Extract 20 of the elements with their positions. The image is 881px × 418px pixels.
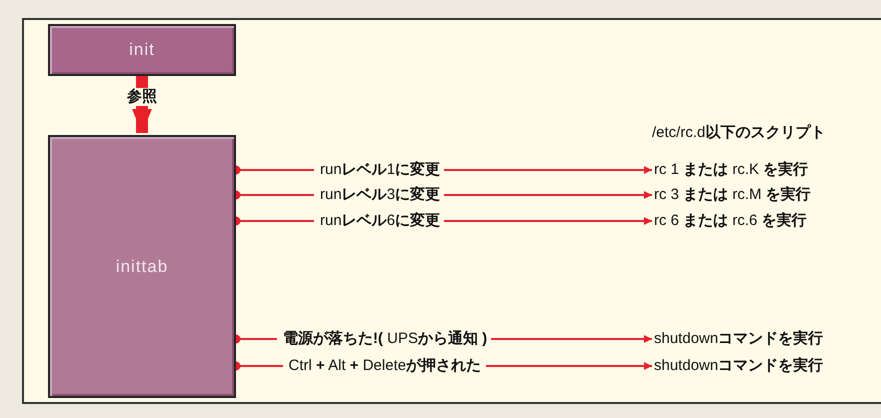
result-label: shutdownコマンドを実行: [654, 357, 824, 375]
event-label: runレベル1に変更: [320, 161, 440, 179]
event-label: runレベル6に変更: [320, 212, 440, 230]
result-label: rc 1 または rc.K を実行: [654, 161, 808, 179]
arrow: [132, 76, 152, 133]
result-label: rc 6 または rc.6 を実行: [654, 212, 807, 230]
event-label: 電源が落ちた!( UPSから通知 ): [283, 330, 488, 348]
arrow: [444, 217, 652, 225]
note-label: /etc/rc.d以下のスクリプト: [652, 124, 826, 142]
arrow: [444, 191, 652, 199]
result-label: rc 3 または rc.M を実行: [654, 186, 811, 204]
process-box: init: [48, 24, 236, 76]
process-box: inittab: [48, 135, 236, 398]
arrow: [444, 166, 652, 174]
arrow: [491, 335, 652, 343]
edge-label: 参照: [126, 88, 158, 106]
result-label: shutdownコマンドを実行: [654, 330, 824, 348]
event-label: runレベル3に変更: [320, 186, 440, 204]
arrow: [486, 362, 652, 370]
event-label: Ctrl + Alt + Deleteが押された: [288, 357, 482, 375]
